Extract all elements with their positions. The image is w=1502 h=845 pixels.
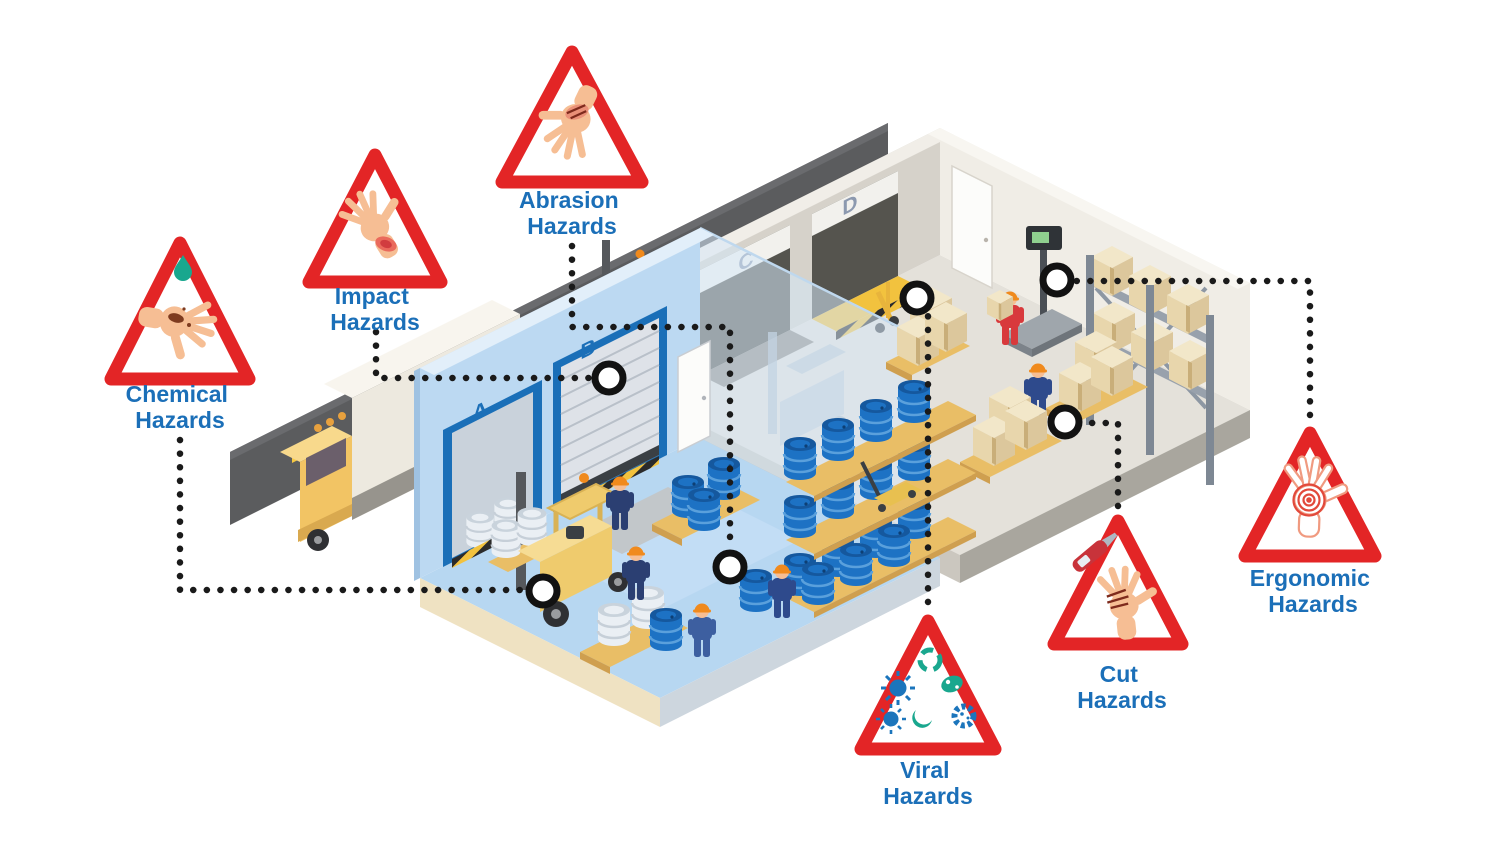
dock-b-letter: B bbox=[580, 333, 595, 364]
viral-hazards-label: Viral Hazards bbox=[883, 757, 972, 809]
chemical-hazards-label: Chemical Hazards bbox=[126, 381, 235, 433]
viral-hazard-sign bbox=[854, 614, 1002, 756]
chemical-location-node bbox=[525, 573, 561, 609]
chemical-burn-wound bbox=[168, 307, 191, 327]
dock-d-letter: D bbox=[842, 189, 857, 220]
barrel-pallet bbox=[580, 584, 688, 674]
virus-icon bbox=[917, 647, 943, 673]
impact-location-node bbox=[591, 360, 627, 396]
impact-hazards-label: Impact Hazards bbox=[330, 283, 419, 335]
ergonomic-hazards-label: Ergonomic Hazards bbox=[1250, 565, 1377, 617]
germ-icon bbox=[941, 675, 963, 693]
cut-location-node bbox=[1047, 404, 1083, 440]
ergonomic-hazard-sign bbox=[1238, 426, 1382, 563]
connector-lines bbox=[176, 242, 1314, 606]
ergonomic-location-node bbox=[1039, 262, 1075, 298]
cut-hazards-label: Cut Hazards bbox=[1077, 661, 1166, 713]
box-cutter-icon bbox=[1072, 532, 1118, 572]
virus-icon bbox=[876, 704, 906, 734]
virus-icon bbox=[881, 671, 915, 705]
door bbox=[951, 164, 993, 290]
chemical-droplet-icon bbox=[174, 255, 192, 281]
ergonomic-connector-line bbox=[1071, 277, 1314, 419]
virus-icon bbox=[951, 703, 977, 729]
impact-bruise-wound bbox=[375, 236, 397, 252]
cut-connector-line bbox=[1079, 419, 1122, 510]
cut-hazard-sign bbox=[1047, 514, 1189, 651]
dock-a-letter: A bbox=[472, 395, 487, 426]
abrasion-wound bbox=[565, 104, 589, 120]
impact-connector-line bbox=[372, 328, 596, 382]
chemical-connector-line bbox=[176, 436, 530, 594]
barrel-pallet bbox=[652, 455, 760, 546]
abrasion-location-node bbox=[712, 549, 748, 585]
viral-location-node bbox=[899, 280, 935, 316]
cut-wounds bbox=[1106, 588, 1129, 610]
chemical-hazard-sign bbox=[104, 236, 256, 386]
pain-target-icon bbox=[1292, 483, 1326, 517]
impact-hazard-sign bbox=[302, 148, 448, 289]
abrasion-hazard-sign bbox=[495, 45, 649, 189]
door bbox=[677, 339, 711, 454]
pallet-jack bbox=[860, 461, 922, 512]
abrasion-hazards-label: Abrasion Hazards bbox=[519, 187, 625, 239]
abrasion-connector-line bbox=[568, 242, 734, 553]
germ-icon bbox=[912, 710, 932, 728]
